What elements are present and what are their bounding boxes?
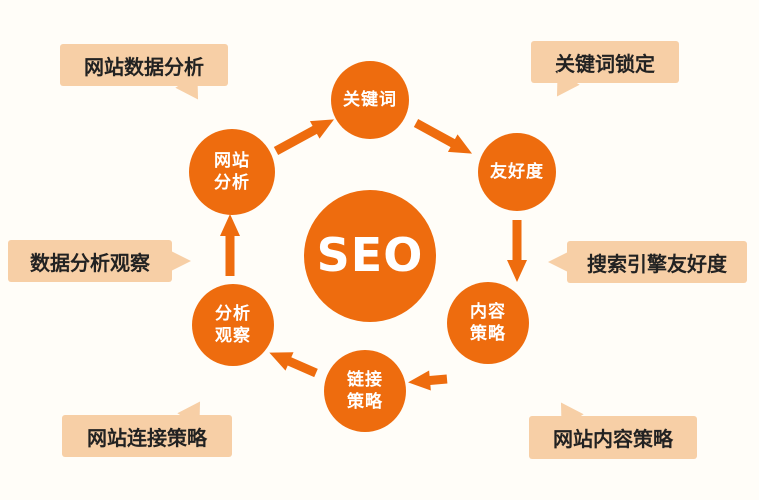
callout-tail — [545, 250, 572, 274]
arrow-link-strategy-to-analysis-observation — [269, 352, 318, 378]
callout-search-engine-friendliness-label: 搜索引擎友好度 — [587, 251, 727, 276]
node-friendliness-label: 友好度 — [490, 161, 544, 182]
node-friendliness: 友好度 — [478, 133, 556, 211]
center-seo-circle: SEO — [304, 190, 436, 322]
callout-site-data-analysis-label: 网站数据分析 — [84, 54, 204, 79]
callout-tail — [167, 249, 194, 273]
node-analysis-observation: 分析 观察 — [192, 284, 274, 366]
callout-site-content-strategy: 网站内容策略 — [529, 393, 697, 459]
callout-data-analysis-observation: 数据分析观察 — [8, 240, 191, 282]
node-keywords-label: 关键词 — [343, 89, 397, 110]
node-link-strategy-label: 链接 策略 — [347, 369, 383, 412]
callout-site-data-analysis: 网站数据分析 — [60, 44, 228, 109]
node-site-analysis: 网站 分析 — [189, 129, 275, 215]
node-content-strategy-label: 内容 策略 — [470, 301, 506, 344]
node-keywords: 关键词 — [331, 61, 409, 139]
center-seo-label: SEO — [316, 228, 424, 283]
node-link-strategy: 链接 策略 — [324, 350, 406, 432]
callout-search-engine-friendliness: 搜索引擎友好度 — [548, 241, 747, 283]
callout-site-content-strategy-label: 网站内容策略 — [553, 427, 673, 451]
callout-data-analysis-observation-label: 数据分析观察 — [30, 250, 150, 275]
callout-keyword-locking: 关键词锁定 — [531, 41, 679, 106]
callout-site-link-strategy-label: 网站连接策略 — [87, 425, 207, 450]
callout-site-link-strategy: 网站连接策略 — [62, 392, 232, 457]
callout-keyword-locking-label: 关键词锁定 — [555, 51, 655, 76]
arrow-site-analysis-to-keywords — [273, 119, 335, 155]
node-content-strategy: 内容 策略 — [447, 282, 529, 364]
node-site-analysis-label: 网站 分析 — [214, 150, 250, 193]
arrow-keywords-to-friendliness — [413, 119, 473, 154]
arrow-content-strategy-to-link-strategy — [408, 370, 448, 391]
node-analysis-observation-label: 分析 观察 — [215, 303, 251, 346]
